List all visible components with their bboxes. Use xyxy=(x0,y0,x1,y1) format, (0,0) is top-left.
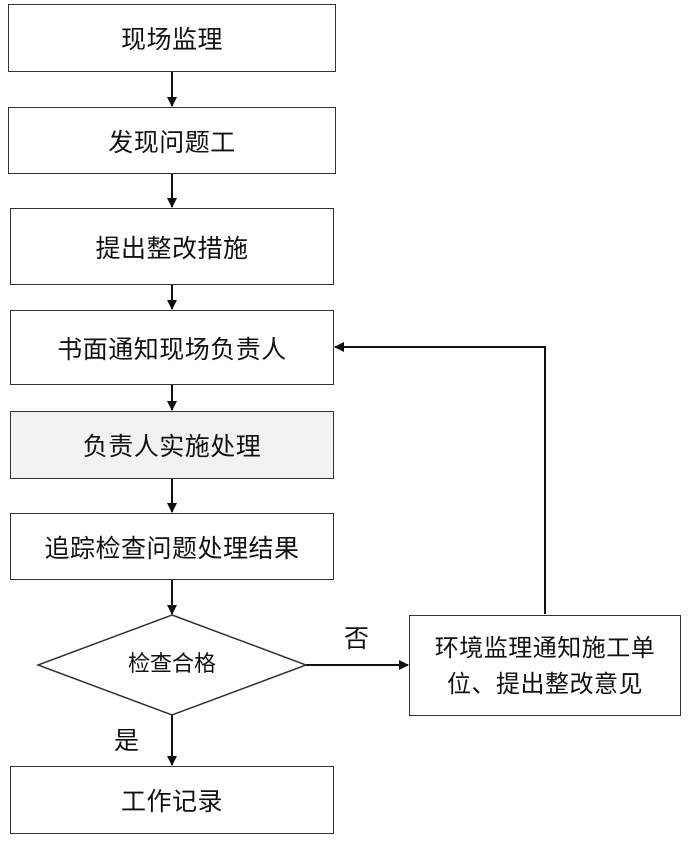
decision-label: 检查合格 xyxy=(127,652,216,677)
step-problem-found: 发现问题工 xyxy=(8,107,336,174)
notice-contractor-box: 环境监理通知施工单位、提出整改意见 xyxy=(409,615,681,716)
step-label: 书面通知现场负责人 xyxy=(57,334,287,364)
step-label: 提出整改措施 xyxy=(95,233,249,263)
yes-label: 是 xyxy=(114,726,140,755)
step-track-results: 追踪检查问题处理结果 xyxy=(10,513,334,580)
step-site-supervision: 现场监理 xyxy=(8,4,336,72)
step-written-notice: 书面通知现场负责人 xyxy=(10,310,334,385)
step-label: 发现问题工 xyxy=(108,127,236,157)
step-label: 负责人实施处理 xyxy=(82,432,262,461)
step-propose-measures: 提出整改措施 xyxy=(10,208,334,285)
decision-diamond xyxy=(35,614,309,716)
step-implement-treatment: 负责人实施处理 xyxy=(10,411,334,479)
step-label: 追踪检查问题处理结果 xyxy=(44,533,300,563)
step-label: 工作记录 xyxy=(120,787,223,816)
no-label: 否 xyxy=(344,624,370,653)
arrow-feedback-loop xyxy=(334,342,546,614)
notice-contractor-label: 环境监理通知施工单位、提出整改意见 xyxy=(434,633,656,698)
step-work-record: 工作记录 xyxy=(10,766,334,834)
step-label: 现场监理 xyxy=(120,25,223,54)
